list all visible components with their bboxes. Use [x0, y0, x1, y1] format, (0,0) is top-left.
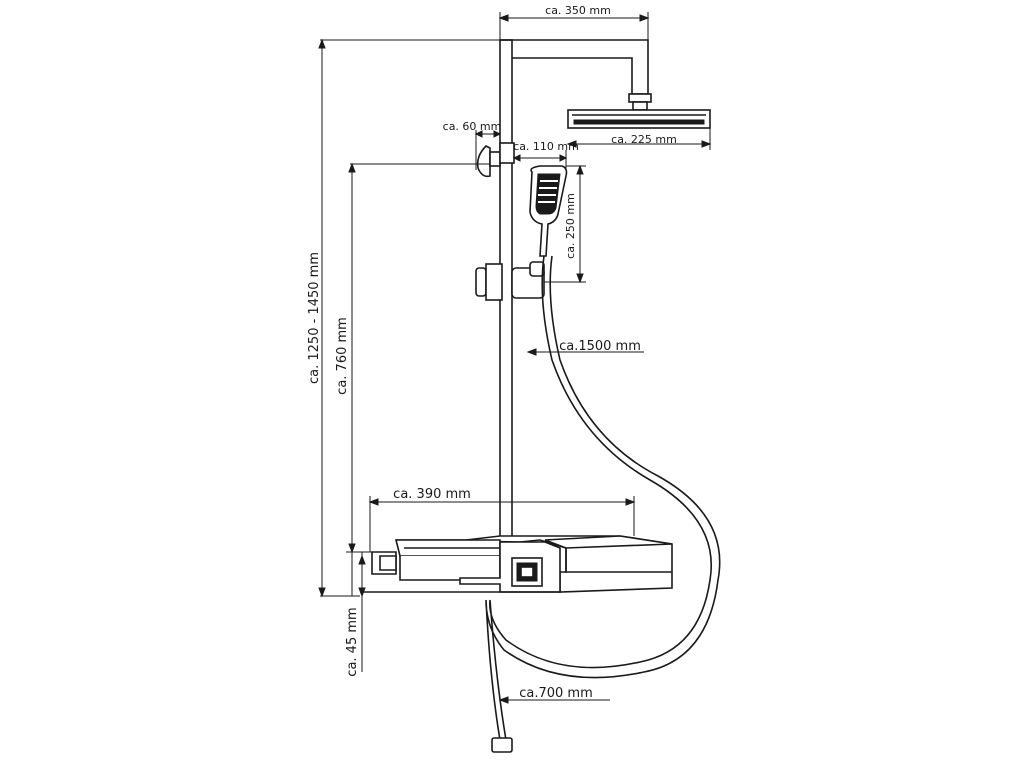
label-base-height: ca. 45 mm [345, 607, 360, 676]
shower-hose [485, 255, 721, 741]
dim-lower-hose [498, 696, 610, 704]
label-hand-length: ca. 250 mm [564, 193, 577, 259]
head-connector [628, 93, 652, 111]
dim-overhead-arm [498, 12, 650, 40]
label-total-height: ca. 1250 - 1450 mm [307, 252, 322, 384]
label-bracket-height: ca. 760 mm [335, 317, 350, 395]
overhead-arm [500, 39, 649, 95]
thermostat-shelf [360, 535, 673, 593]
dim-hand-length [544, 164, 586, 284]
slider-holder [475, 261, 545, 301]
wall-bracket [476, 142, 515, 178]
rain-shower-head [567, 109, 711, 129]
label-overhead-arm: ca. 350 mm [545, 4, 611, 17]
dim-bracket-height [346, 162, 490, 596]
label-wall-bracket: ca. 60 mm [443, 120, 502, 133]
dim-shelf-width [368, 496, 636, 552]
dim-total-height [318, 38, 500, 598]
dim-hose [526, 348, 644, 356]
hose-end-nut [491, 737, 513, 753]
label-lower-hose: ca.700 mm [519, 686, 593, 701]
hand-shower [529, 165, 568, 257]
label-head-width: ca. 225 mm [611, 133, 677, 146]
label-shelf-width: ca. 390 mm [393, 487, 471, 502]
label-hand-offset: ca. 110 mm [513, 140, 579, 153]
label-hose: ca.1500 mm [559, 339, 641, 354]
dim-base-height [358, 552, 366, 672]
dim-wall-bracket [474, 130, 502, 170]
dim-head-width [566, 128, 712, 150]
dim-hand-offset [512, 150, 568, 170]
